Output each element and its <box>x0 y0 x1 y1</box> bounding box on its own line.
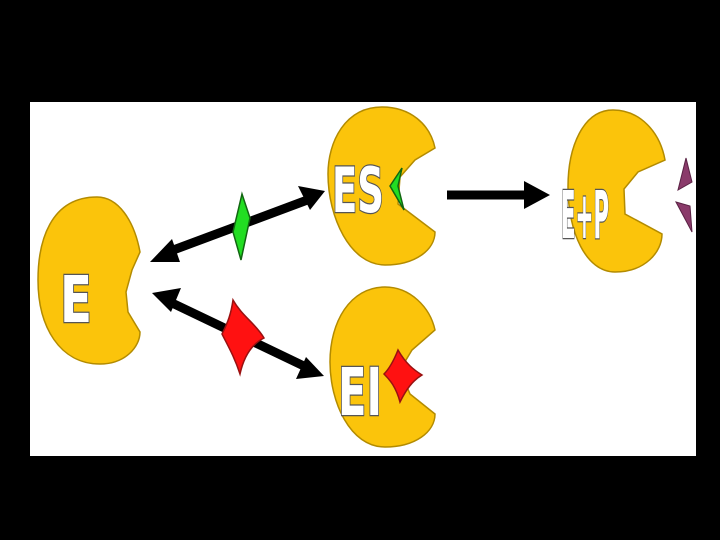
enzyme-ei: EI <box>330 287 435 447</box>
enzyme-es-label: ES <box>332 154 384 227</box>
enzyme-e-label: E <box>60 264 92 338</box>
product-fragment-top <box>678 158 692 190</box>
enzyme-es: ES <box>328 107 435 265</box>
inhibitor-molecule-free <box>222 300 264 374</box>
arrow-es-to-ep <box>447 181 550 209</box>
enzyme-ep: E+P <box>561 110 692 272</box>
substrate-molecule-free <box>233 194 250 260</box>
enzyme-ei-label: EI <box>338 354 382 431</box>
diagram-panel: E ES E+P <box>30 102 696 456</box>
enzyme-ep-label: E+P <box>561 177 609 254</box>
enzyme-inhibition-diagram: E ES E+P <box>30 102 696 456</box>
enzyme-e: E <box>38 197 140 364</box>
product-fragment-bottom <box>676 202 692 232</box>
